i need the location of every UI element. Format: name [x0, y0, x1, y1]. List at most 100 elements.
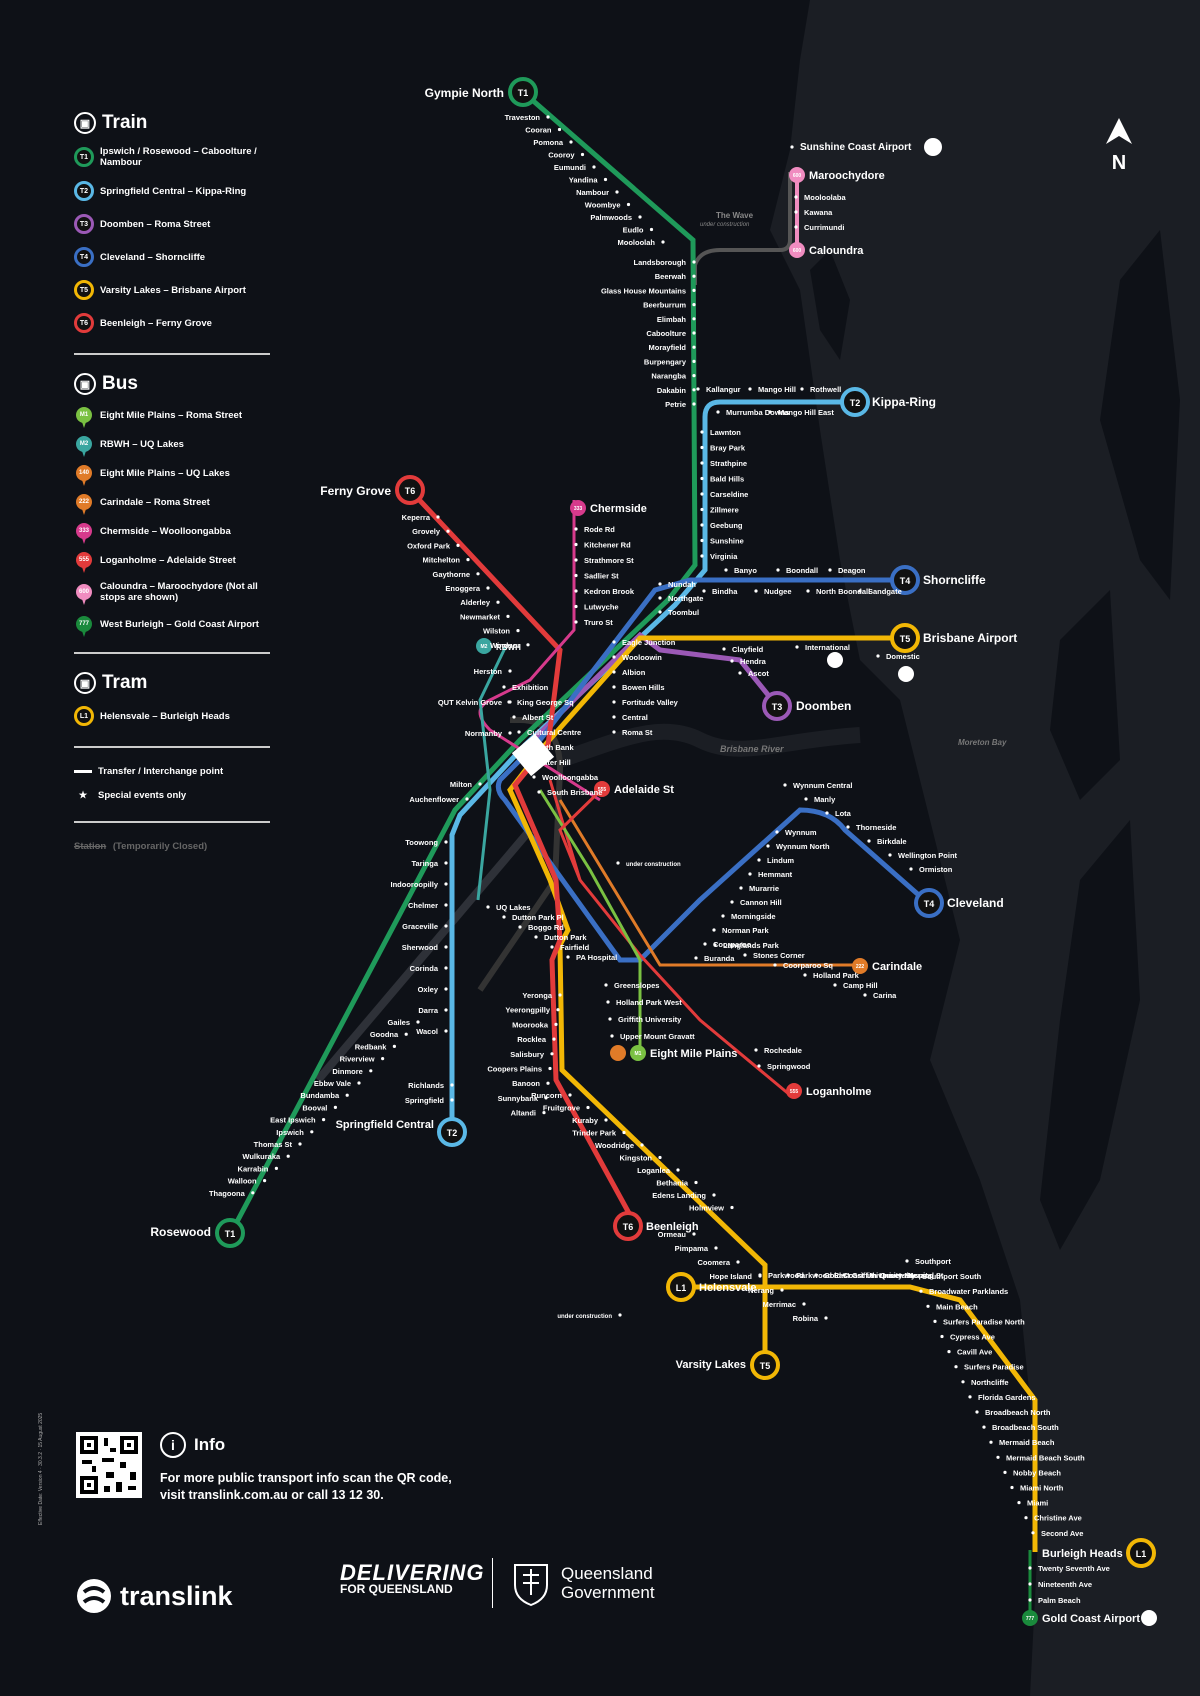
- station-label[interactable]: Morningside: [731, 912, 776, 921]
- station-label[interactable]: Mermaid Beach South: [1006, 1453, 1085, 1462]
- station-label[interactable]: Broadwater Parklands: [929, 1287, 1008, 1296]
- station-label[interactable]: Surfers Paradise: [964, 1363, 1024, 1372]
- terminal-cleveland[interactable]: T4 Cleveland: [914, 888, 1004, 918]
- station-label[interactable]: Burpengary: [644, 357, 687, 366]
- station-label[interactable]: Caboolture: [646, 329, 686, 338]
- station-label[interactable]: Domestic: [886, 652, 920, 661]
- station-label[interactable]: Chelmer: [408, 901, 438, 910]
- station-label[interactable]: Nobby Beach: [1013, 1468, 1061, 1477]
- station-label[interactable]: Cannon Hill: [740, 898, 782, 907]
- station-label[interactable]: Coopers Plains: [487, 1065, 542, 1074]
- station-label[interactable]: Albert St: [522, 713, 554, 722]
- station-label[interactable]: Griffith University: [618, 1015, 682, 1024]
- station-label[interactable]: Ebbw Vale: [314, 1079, 351, 1088]
- station-label[interactable]: Morayfield: [648, 343, 686, 352]
- terminal-kippa-ring[interactable]: T2 Kippa-Ring: [840, 387, 936, 417]
- terminal-springfield-central[interactable]: T2 Springfield Central: [336, 1117, 467, 1147]
- station-label[interactable]: Petrie: [665, 400, 686, 409]
- qr-code[interactable]: [76, 1432, 142, 1498]
- station-label[interactable]: Roma St: [622, 728, 653, 737]
- station-label[interactable]: Milton: [450, 780, 472, 789]
- station-label[interactable]: QUT Kelvin Grove: [438, 698, 502, 707]
- station-label[interactable]: Nerang St: [908, 1271, 944, 1280]
- station-label[interactable]: Miami North: [1020, 1484, 1064, 1493]
- station-label[interactable]: Stones Corner: [753, 951, 805, 960]
- station-label[interactable]: Upper Mount Gravatt: [620, 1032, 695, 1041]
- station-label[interactable]: Gailes: [387, 1018, 410, 1027]
- station-label[interactable]: Central: [622, 713, 648, 722]
- station-label[interactable]: Wooloowin: [622, 653, 662, 662]
- terminal-chermside[interactable]: 333 Chermside: [570, 500, 647, 516]
- station-label[interactable]: Redbank: [355, 1042, 388, 1051]
- station-label[interactable]: Woombye: [585, 201, 621, 210]
- station-label[interactable]: Alderley: [460, 598, 490, 607]
- station-label[interactable]: Sunnybank: [498, 1094, 539, 1103]
- station-label[interactable]: Dutton Park Pl: [512, 913, 564, 922]
- station-label[interactable]: Nineteenth Ave: [1038, 1580, 1092, 1589]
- station-label[interactable]: Holland Park: [813, 971, 860, 980]
- station-label[interactable]: PA Hospital: [576, 953, 617, 962]
- station-label[interactable]: Oxley: [418, 985, 439, 994]
- station-label[interactable]: Merrimac: [763, 1300, 796, 1309]
- terminal-varsity-lakes[interactable]: T5 Varsity Lakes: [676, 1350, 780, 1380]
- station-label[interactable]: Zillmere: [710, 506, 739, 515]
- station-label[interactable]: Bowen Hills: [622, 683, 665, 692]
- station-label[interactable]: Yeronga: [522, 991, 552, 1000]
- station-label[interactable]: Griffith University: [852, 1271, 916, 1280]
- station-label[interactable]: Norman Park: [722, 926, 770, 935]
- station-label[interactable]: Langlands Park: [723, 941, 780, 950]
- station-label[interactable]: Narangba: [651, 372, 686, 381]
- station-label[interactable]: Banoon: [512, 1079, 540, 1088]
- terminal-burleigh-heads[interactable]: L1 Burleigh Heads: [1042, 1538, 1156, 1568]
- station-label[interactable]: Twenty Seventh Ave: [1038, 1564, 1110, 1573]
- station-label[interactable]: Bindha: [712, 587, 738, 596]
- station-label[interactable]: Beerwah: [655, 272, 687, 281]
- station-label[interactable]: Corinda: [410, 964, 439, 973]
- station-label[interactable]: Florida Gardens: [978, 1393, 1036, 1402]
- station-label[interactable]: Fruitgrove: [543, 1104, 580, 1113]
- station-label[interactable]: Sunshine: [710, 537, 744, 546]
- station-label[interactable]: Coomera: [697, 1258, 730, 1267]
- station-label[interactable]: East Ipswich: [270, 1116, 316, 1125]
- station-label[interactable]: Mooloolah: [618, 238, 656, 247]
- station-label[interactable]: Hemmant: [758, 870, 793, 879]
- station-label[interactable]: Nerang: [748, 1286, 774, 1295]
- station-label[interactable]: Beerburrum: [643, 301, 686, 310]
- station-label[interactable]: Bundamba: [300, 1091, 340, 1100]
- station-label[interactable]: Windsor: [490, 641, 520, 650]
- station-label[interactable]: South Brisbane: [547, 788, 602, 797]
- station-label[interactable]: Southport: [915, 1257, 951, 1266]
- station-label[interactable]: Gold Coast University Hospital: [824, 1271, 934, 1280]
- station-label[interactable]: Mango Hill East: [778, 408, 834, 417]
- station-label[interactable]: Kitchener Rd: [584, 541, 631, 550]
- station-label[interactable]: Enoggera: [445, 584, 480, 593]
- station-label[interactable]: Springfield: [405, 1096, 445, 1105]
- station-label[interactable]: Mitchelton: [423, 556, 461, 565]
- station-label[interactable]: Lawnton: [710, 428, 741, 437]
- station-label[interactable]: Yandina: [569, 176, 599, 185]
- station-label[interactable]: Broadbeach South: [992, 1423, 1059, 1432]
- station-label[interactable]: Cooroy: [548, 151, 575, 160]
- station-label[interactable]: Wilston: [483, 627, 510, 636]
- station-label[interactable]: Ormeau: [658, 1230, 687, 1239]
- terminal-helensvale[interactable]: L1 Helensvale: [666, 1272, 756, 1302]
- terminal-adelaide-st[interactable]: 555 Adelaide St: [594, 781, 674, 797]
- station-label[interactable]: Toowong: [405, 838, 438, 847]
- station-label[interactable]: Northgate: [668, 594, 703, 603]
- terminal-maroochydore[interactable]: 600 Maroochydore: [789, 167, 885, 183]
- station-label[interactable]: Walloon: [228, 1177, 257, 1186]
- station-label[interactable]: Richlands: [408, 1081, 444, 1090]
- station-label[interactable]: Deagon: [838, 566, 866, 575]
- station-label[interactable]: Ascot: [748, 669, 769, 678]
- station-label[interactable]: Wynnum: [785, 828, 817, 837]
- station-label[interactable]: Grovely: [412, 527, 441, 536]
- terminal-gold-coast-airport[interactable]: 777 Gold Coast Airport: [1022, 1610, 1140, 1626]
- station-label[interactable]: Birkdale: [877, 837, 907, 846]
- station-label[interactable]: Karrabin: [238, 1164, 269, 1173]
- station-label[interactable]: Normanby: [465, 729, 503, 738]
- station-label[interactable]: Cypress Ave: [950, 1333, 995, 1342]
- station-label[interactable]: Murrumba Downs: [726, 408, 789, 417]
- station-label[interactable]: Mermaid Beach: [999, 1438, 1055, 1447]
- station-label[interactable]: Eagle Junction: [622, 638, 676, 647]
- station-label[interactable]: Herston: [474, 667, 503, 676]
